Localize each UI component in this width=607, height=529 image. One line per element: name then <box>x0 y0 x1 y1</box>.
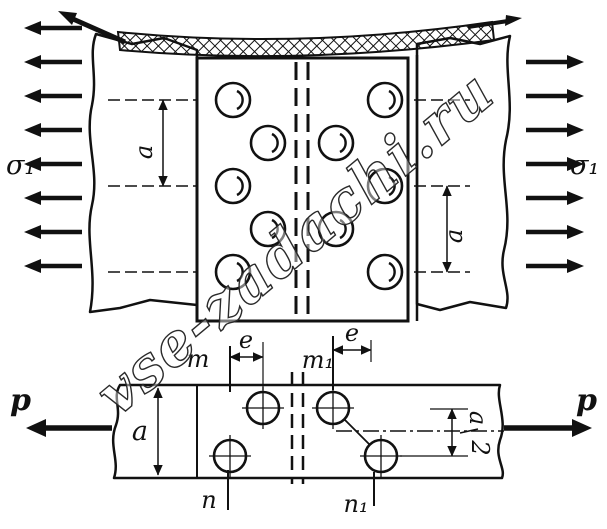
right-plate <box>415 34 512 312</box>
pitch-dimension-right: a <box>440 185 468 273</box>
lower-diagram: m m₁ n n₁ e e a a 2 <box>10 319 597 518</box>
top-hatched-band <box>116 20 496 58</box>
edge-dimension-left: e <box>229 326 264 362</box>
section-m-label: m <box>187 345 210 373</box>
stress-arrows-left <box>24 21 82 273</box>
pitch-dimension-left: a <box>130 99 168 187</box>
dim-a-label: a <box>132 416 148 447</box>
dim-a-right-label: a <box>440 229 468 243</box>
force-arrow-right <box>504 419 592 437</box>
half-pitch-dimension: a 2 <box>400 408 494 457</box>
rivet <box>249 124 287 162</box>
rivet <box>214 167 252 205</box>
rivet <box>366 253 404 291</box>
band-end-arrow-left <box>58 11 127 45</box>
dim-a-left-label: a <box>130 145 158 159</box>
lower-strip <box>111 383 505 480</box>
band-end-arrow-right <box>467 15 522 29</box>
section-n-label: n <box>201 486 216 514</box>
sigma-left-label: σ₁ <box>6 150 35 181</box>
dim-e-left-label: e <box>239 326 253 354</box>
frac-numerator: a <box>464 411 492 425</box>
section-m1-label: m₁ <box>302 346 334 374</box>
force-arrow-left <box>26 419 112 437</box>
edge-dimension-right: e <box>332 319 372 355</box>
rivet <box>214 81 252 119</box>
width-dimension: a <box>132 387 163 476</box>
force-right-label: p <box>576 383 597 418</box>
joint-centerline <box>294 62 310 322</box>
sigma-right-label: σ₁ <box>570 150 599 181</box>
frac-denominator: 2 <box>466 439 494 455</box>
section-n1-label: n₁ <box>343 490 368 518</box>
force-left-label: p <box>10 383 31 418</box>
dim-e-right-label: e <box>345 319 359 347</box>
left-plate <box>88 32 199 314</box>
lower-joint-centerline <box>290 372 305 484</box>
upper-diagram: a a σ₁ σ₁ <box>6 11 599 323</box>
